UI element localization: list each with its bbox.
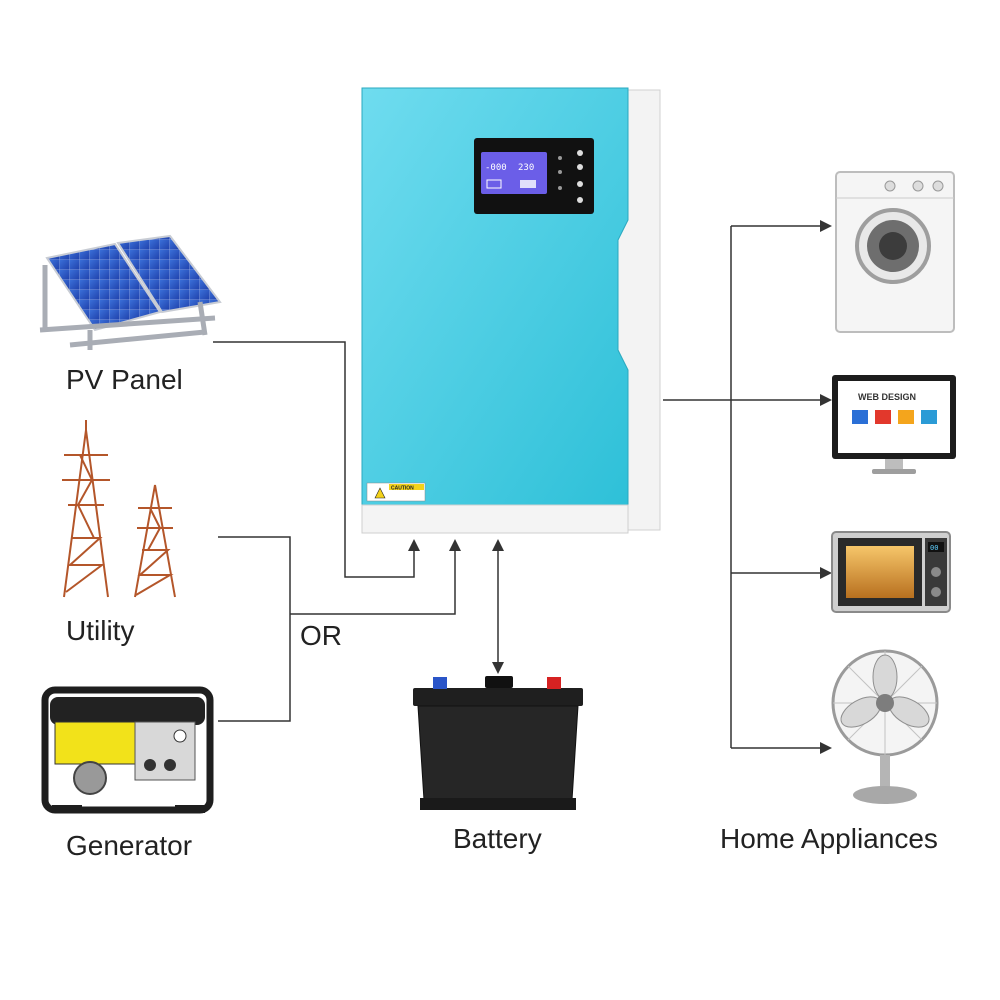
- battery-lid: [413, 688, 583, 706]
- inverter-button-up[interactable]: [577, 150, 583, 156]
- lcd-battery-glyph: [486, 179, 502, 189]
- generator-panel-yellow: [54, 721, 138, 765]
- battery-body: [417, 705, 579, 801]
- lcd-line-2: 230: [518, 163, 534, 173]
- microwave-icon: 00: [831, 531, 951, 613]
- home-appliances-label: Home Appliances: [720, 823, 938, 854]
- inverter-buttons: [558, 150, 583, 203]
- status-led-1: [558, 156, 562, 160]
- monitor-tile-1: [852, 410, 868, 424]
- pv-panel-label: PV Panel: [66, 364, 183, 395]
- battery-handle: [485, 676, 513, 688]
- pv-to-inverter-line: [213, 341, 420, 578]
- monitor-stand-base: [872, 469, 916, 474]
- battery-base: [420, 798, 576, 810]
- connection-lines: [213, 220, 832, 754]
- generator-socket-2: [164, 759, 176, 771]
- generator-engine: [73, 761, 107, 795]
- battery-label: Battery: [453, 823, 542, 854]
- pv-frame-left: [45, 242, 162, 332]
- tower-small: [134, 484, 176, 598]
- inverter-button-esc[interactable]: [577, 197, 583, 203]
- utility-tower-icon: [62, 420, 176, 598]
- monitor-icon: WEB DESIGN: [832, 375, 956, 474]
- monitor-stand-neck: [885, 459, 903, 471]
- fan-base: [853, 786, 917, 804]
- washer-knob-1: [884, 180, 896, 192]
- fan-hub: [876, 694, 894, 712]
- generator-gauge: [173, 729, 187, 743]
- battery-terminal-negative: [433, 677, 447, 689]
- microwave-dial-1: [931, 567, 941, 577]
- tower-large: [62, 420, 110, 598]
- caution-header: [389, 484, 424, 490]
- washing-machine-icon: [835, 171, 955, 333]
- inverter-button-down[interactable]: [577, 164, 583, 170]
- or-label: OR: [300, 620, 342, 651]
- generator-label: Generator: [66, 830, 193, 861]
- lcd-load-glyph: [520, 180, 536, 188]
- status-led-2: [558, 170, 562, 174]
- monitor-tile-3: [898, 410, 914, 424]
- monitor-tile-4: [921, 410, 937, 424]
- pv-frame-right: [116, 234, 222, 314]
- battery-icon: [413, 676, 583, 810]
- fan-stem: [880, 755, 890, 787]
- fan-blades: [840, 654, 930, 728]
- warning-icon: [374, 487, 386, 499]
- generator-socket-1: [144, 759, 156, 771]
- utility-line: [218, 536, 291, 722]
- battery-terminal-positive: [547, 677, 561, 689]
- caution-label: CAUTION: [391, 486, 414, 492]
- generator-tank: [50, 697, 205, 725]
- microwave-window: [846, 546, 914, 598]
- microwave-dial-2: [931, 587, 941, 597]
- generator-frame: [41, 686, 214, 814]
- generator-foot-right: [175, 805, 205, 813]
- generator-control-panel: [134, 721, 196, 781]
- generator-icon: [41, 686, 214, 814]
- washer-drum: [879, 232, 907, 260]
- inverter-button-enter[interactable]: [577, 181, 583, 187]
- pv-panel-illustration: [39, 234, 222, 350]
- washer-knob-3: [932, 180, 944, 192]
- utility-label: Utility: [66, 615, 135, 646]
- lcd-line-1: -000: [485, 163, 507, 173]
- grid-to-inverter-line: [290, 539, 461, 615]
- fan-icon: [831, 649, 939, 804]
- monitor-screen-title: WEB DESIGN: [858, 392, 916, 402]
- microwave-display-bg: [928, 542, 944, 552]
- pv-mount: [39, 265, 216, 350]
- inverter: -000 230 CAUTION: [361, 87, 661, 534]
- microwave-display: 00: [930, 544, 938, 552]
- generator-foot-left: [52, 805, 82, 813]
- monitor-tile-2: [875, 410, 891, 424]
- status-led-3: [558, 186, 562, 190]
- inverter-bottom-cover: [361, 504, 629, 534]
- washer-knob-2: [912, 180, 924, 192]
